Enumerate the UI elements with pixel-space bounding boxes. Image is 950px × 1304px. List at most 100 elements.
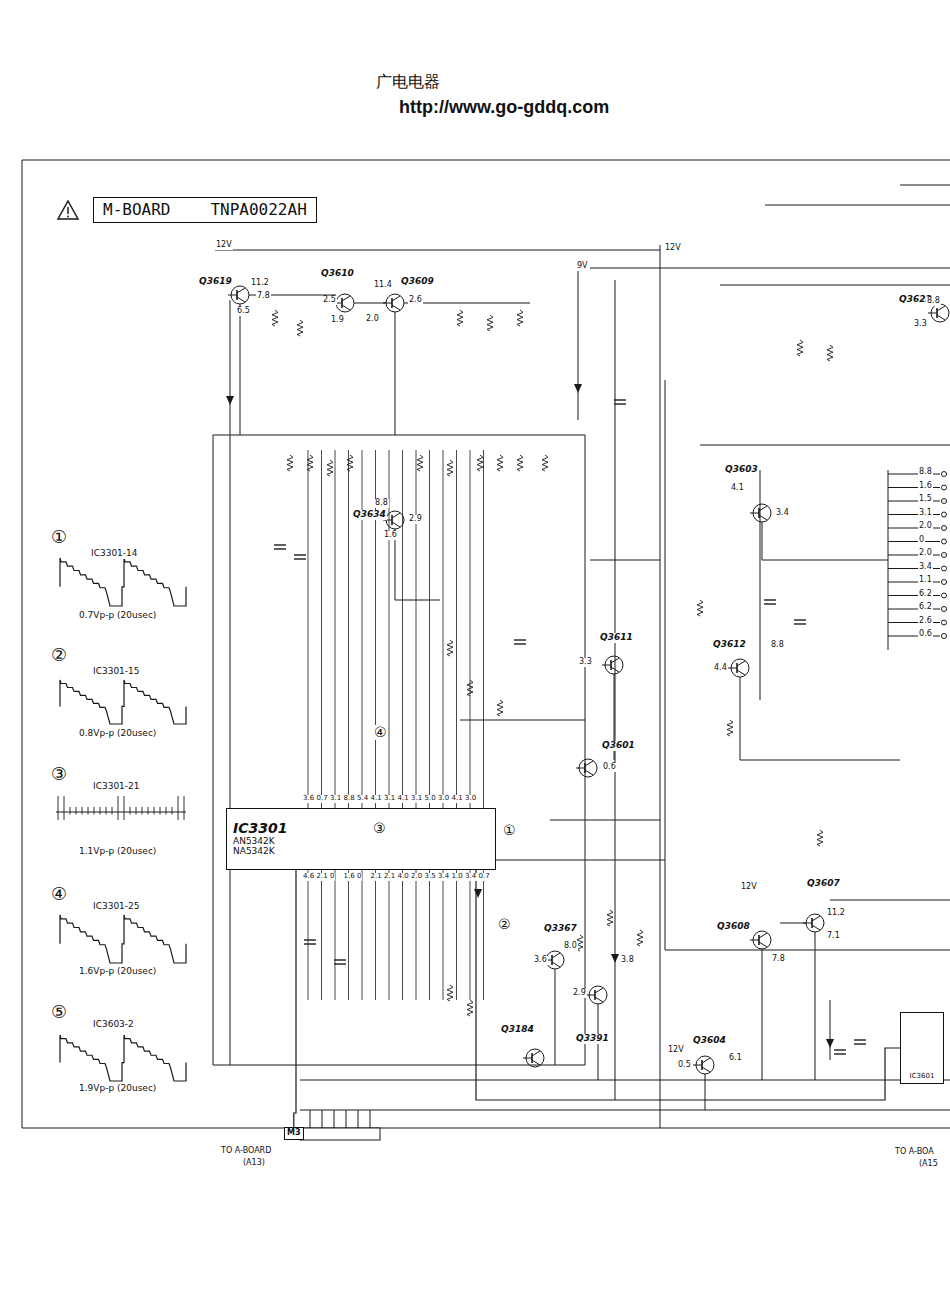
signal-label: 12V [664, 244, 682, 253]
signal-label: 6.1 [728, 1054, 743, 1063]
wire [300, 1110, 950, 1111]
resistor-symbol [417, 455, 423, 471]
capacitor-symbol [304, 943, 316, 944]
wire [213, 435, 585, 1065]
callout-number: ④ [50, 884, 68, 904]
signal-label: 1.5 [918, 495, 933, 504]
ic-pin [402, 450, 403, 808]
callout-number: ④ [373, 725, 388, 740]
capacitor-symbol [854, 1039, 866, 1040]
signal-label: 3.0 [464, 795, 477, 803]
signal-label: 8.8 [374, 499, 389, 508]
signal-label: 2.0 [918, 549, 933, 558]
signal-label: 3.1 [383, 795, 396, 803]
part-name: Q3603 [724, 465, 759, 475]
capacitor-symbol [304, 939, 316, 940]
callout-number: ③ [372, 821, 387, 836]
signal-label: 3.5 [424, 873, 437, 881]
signal-label: 12V [667, 1046, 685, 1055]
warning-mark [67, 216, 69, 218]
pin-terminal [942, 620, 947, 625]
resistor-symbol [447, 640, 453, 656]
part-name: Q3607 [806, 879, 841, 889]
node-label: M-BOARD [103, 201, 170, 219]
signal-label: 0.6 [602, 763, 617, 772]
waveform [118, 796, 119, 820]
wire [762, 949, 763, 1080]
signal-label: 6.2 [918, 603, 933, 612]
signal-label: 2.0 [410, 873, 423, 881]
signal-label: 0.7 [316, 795, 329, 803]
wire [230, 300, 231, 1065]
resistor-symbol [577, 935, 583, 951]
connector-pins [300, 1128, 380, 1140]
signal-label: 11.2 [250, 279, 270, 288]
pin-terminal [942, 607, 947, 612]
wire [322, 1110, 323, 1128]
waveform [160, 807, 161, 815]
signal-label: 2.6 [408, 296, 423, 305]
waveform [172, 807, 173, 815]
resistor-symbol [297, 320, 303, 336]
signal-label: 0.7Vp-p (20usec) [78, 611, 157, 621]
callout-number: ⑤ [50, 1002, 68, 1022]
transistor-symbol [523, 1049, 544, 1067]
capacitor-symbol [794, 619, 806, 620]
signal-label: 3.6 [302, 795, 315, 803]
capacitor-symbol [834, 1053, 846, 1054]
wire [660, 245, 661, 1128]
capacitor-symbol [334, 959, 346, 960]
signal-label: 3.1 [918, 509, 933, 518]
signal-label: 7.8 [256, 292, 271, 301]
watermark: http://www.go-gddq.com [398, 98, 610, 118]
signal-label: 2.1 [370, 873, 383, 881]
pin-terminal [942, 593, 947, 598]
resistor-symbol [287, 455, 293, 471]
pin-terminal [942, 539, 947, 544]
ic-pin [308, 450, 309, 808]
signal-label: IC3301-25 [92, 902, 141, 912]
resistor-symbol [467, 1000, 473, 1016]
ic-pin [335, 450, 336, 808]
signal-label: 9V [576, 262, 589, 271]
resistor-symbol [327, 460, 333, 476]
signal-label: 0 [918, 536, 925, 545]
resistor-symbol [497, 700, 503, 716]
signal-label: 2.6 [918, 617, 933, 626]
ic-pin [429, 450, 430, 808]
wire [395, 312, 396, 435]
ic-module: IC3601 [900, 1012, 944, 1084]
flow-arrow [574, 384, 582, 393]
flow-arrow [474, 889, 482, 898]
wire [700, 445, 950, 446]
pin-terminal [942, 472, 947, 477]
wire [550, 820, 660, 821]
signal-label: 0.6 [918, 630, 933, 639]
waveform [88, 807, 89, 815]
pin-terminal [942, 499, 947, 504]
signal-label: 11.2 [826, 909, 846, 918]
signal-label: 2.1 [383, 873, 396, 881]
signal-label: 7.1 [826, 932, 841, 941]
ic-pin [456, 870, 457, 1000]
waveform [60, 915, 186, 963]
flow-arrow [226, 396, 234, 405]
callout-number: ① [50, 527, 68, 547]
capacitor-symbol [294, 554, 306, 555]
ic-pin [362, 870, 363, 1000]
capacitor-symbol [334, 963, 346, 964]
signal-label: 0 [356, 873, 362, 881]
ic-pin [470, 870, 471, 1000]
waveform [112, 807, 113, 815]
resistor-symbol [727, 720, 733, 736]
signal-label: 1.1 [918, 576, 933, 585]
transistor-symbol [750, 931, 771, 949]
resistor-symbol [272, 310, 278, 326]
part-name: Q3610 [320, 269, 355, 279]
signal-label: 1.6 [383, 531, 398, 540]
wire [615, 280, 616, 1100]
flow-arrow [611, 954, 619, 963]
transistor-symbol [693, 1056, 714, 1074]
title-box: M-BOARDTNPA0022AH [93, 197, 317, 223]
signal-label: 1.1Vp-p (20usec) [78, 847, 157, 857]
